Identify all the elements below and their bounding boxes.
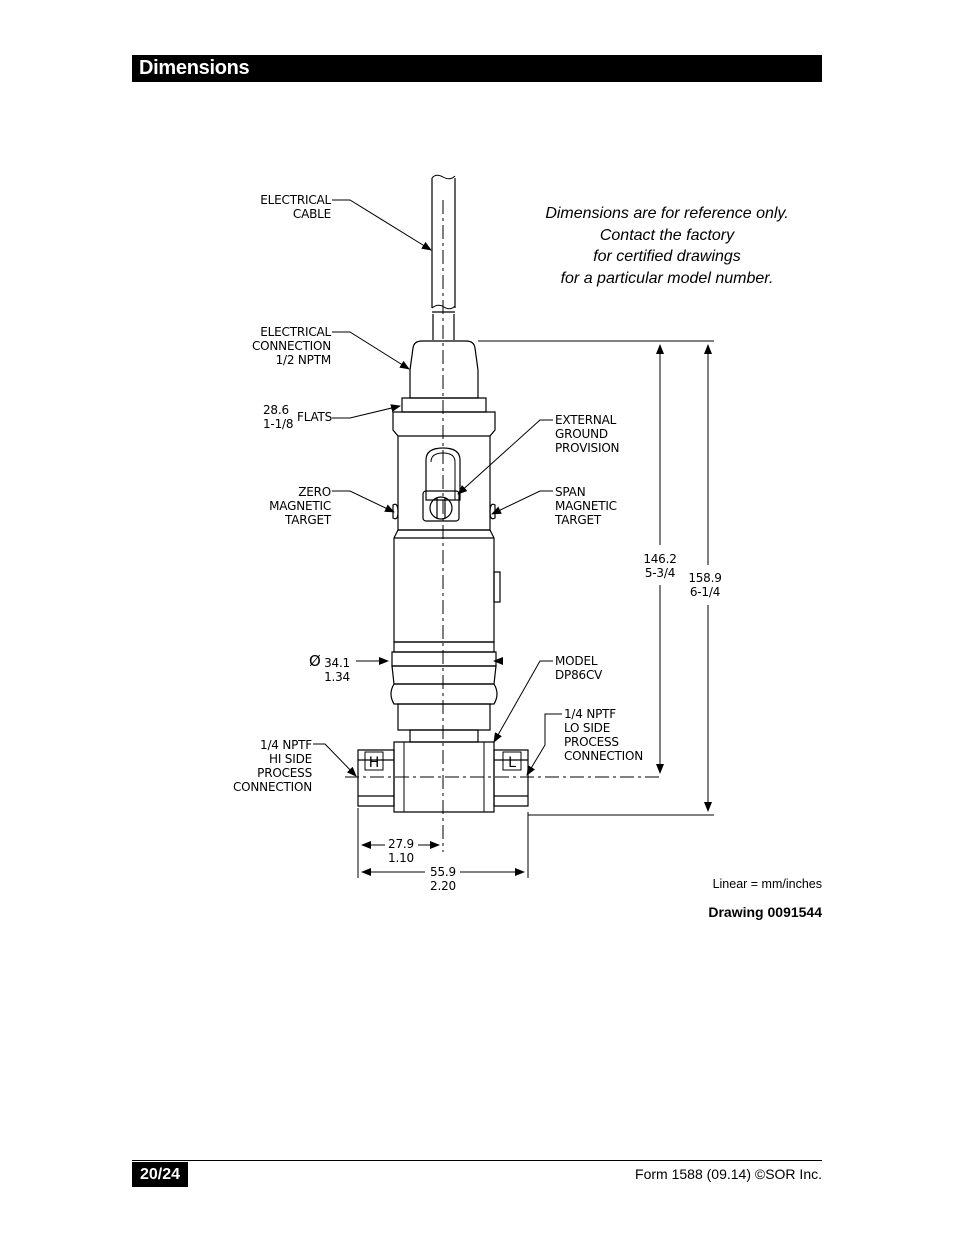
note-line: Dimensions are for reference only. [545, 205, 789, 222]
leader-hi [313, 743, 357, 777]
ground-window [425, 447, 461, 501]
label-hi-side: 1/4 NPTF HI SIDE PROCESS CONNECTION [232, 738, 312, 794]
leader-lo [526, 713, 562, 776]
note-line: for certified drawings [593, 248, 741, 265]
footer-rule [132, 1160, 822, 1161]
label-dim-146: 146.2 5-3/4 [643, 552, 677, 580]
lo-letter: L [508, 755, 516, 771]
note-line: Contact the factory [599, 226, 735, 244]
section-title: Dimensions [139, 57, 250, 79]
label-flats-dims: 28.6 1-1/8 [263, 403, 294, 431]
sensor-rings [393, 641, 495, 653]
leader-flats [332, 404, 401, 419]
lo-side-fitting [493, 749, 529, 807]
label-electrical-connection: ELECTRICAL CONNECTION 1/2 NPTM [251, 325, 331, 367]
middle-body [393, 529, 495, 643]
hi-side-fitting [357, 749, 395, 807]
leader-span [491, 490, 553, 515]
linear-units-note: Linear = mm/inches [712, 877, 822, 891]
leader-cable [332, 199, 432, 251]
label-electrical-cable: ELECTRICAL CABLE [260, 193, 331, 221]
hex-flats [401, 397, 487, 413]
upper-housing [392, 411, 496, 531]
label-span-target: SPAN MAGNETIC TARGET [555, 485, 617, 527]
label-model: MODEL DP86CV [555, 654, 603, 682]
drawing-number: Drawing 0091544 [708, 904, 822, 920]
reference-note: Dimensions are for reference only. Conta… [530, 203, 804, 289]
form-reference: Form 1588 (09.14) ©SOR Inc. [635, 1166, 822, 1182]
diameter-symbol: Ø [309, 652, 321, 670]
label-external-ground: EXTERNAL GROUND PROVISION [555, 413, 620, 455]
note-line: for a particular model number. [560, 269, 774, 287]
section-header-bar: Dimensions [132, 55, 822, 82]
label-lo-side: 1/4 NPTF LO SIDE PROCESS CONNECTION [564, 707, 644, 763]
hi-letter: H [369, 755, 380, 771]
leader-zero [332, 490, 395, 513]
page-number: 20/24 [132, 1162, 188, 1187]
label-dim-55: 55.9 2.20 [430, 865, 456, 893]
electrical-connection-body [409, 340, 479, 399]
label-flats: FLATS [297, 410, 333, 424]
label-diameter: 34.1 1.34 [324, 656, 350, 684]
electrical-cable [431, 178, 456, 308]
label-zero-target: ZERO MAGNETIC TARGET [269, 485, 331, 527]
label-dim-158: 158.9 6-1/4 [688, 571, 722, 599]
leader-model [493, 660, 553, 743]
leader-connection [332, 331, 410, 370]
label-dim-27: 27.9 1.10 [388, 837, 414, 865]
leader-ground [457, 419, 553, 495]
